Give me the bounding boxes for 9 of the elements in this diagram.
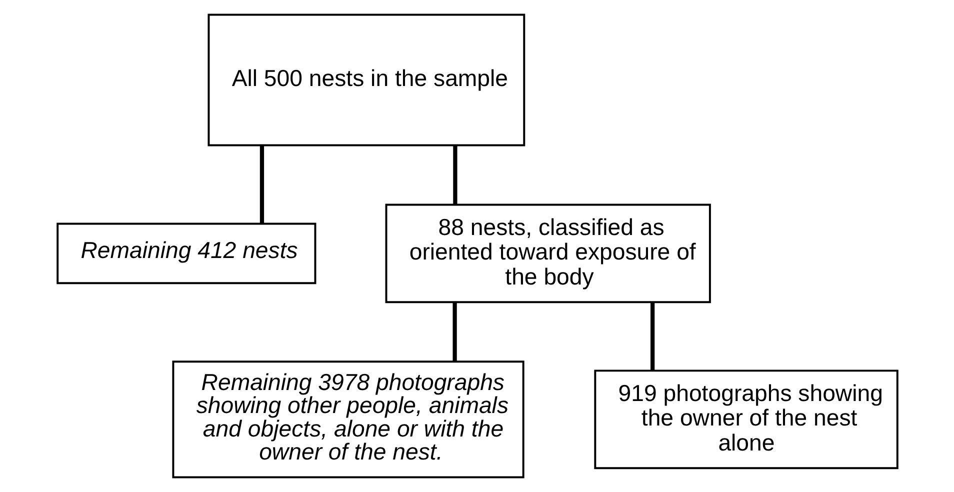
connector	[650, 302, 654, 370]
node-box: All 500 nests in the sample	[207, 14, 525, 146]
node-box: Remaining 412 nests	[56, 222, 316, 284]
connector	[452, 146, 457, 205]
connector	[452, 302, 456, 362]
node-box: Remaining 3978 photographs showing other people, animals and objects, alone or with the owner of the nest.	[172, 360, 524, 478]
node-box: 88 nests, classified as oriented toward exposure of the body	[384, 204, 710, 304]
node-box: 919 photographs showing the owner of the nest alone	[594, 370, 898, 470]
connector	[259, 146, 264, 224]
